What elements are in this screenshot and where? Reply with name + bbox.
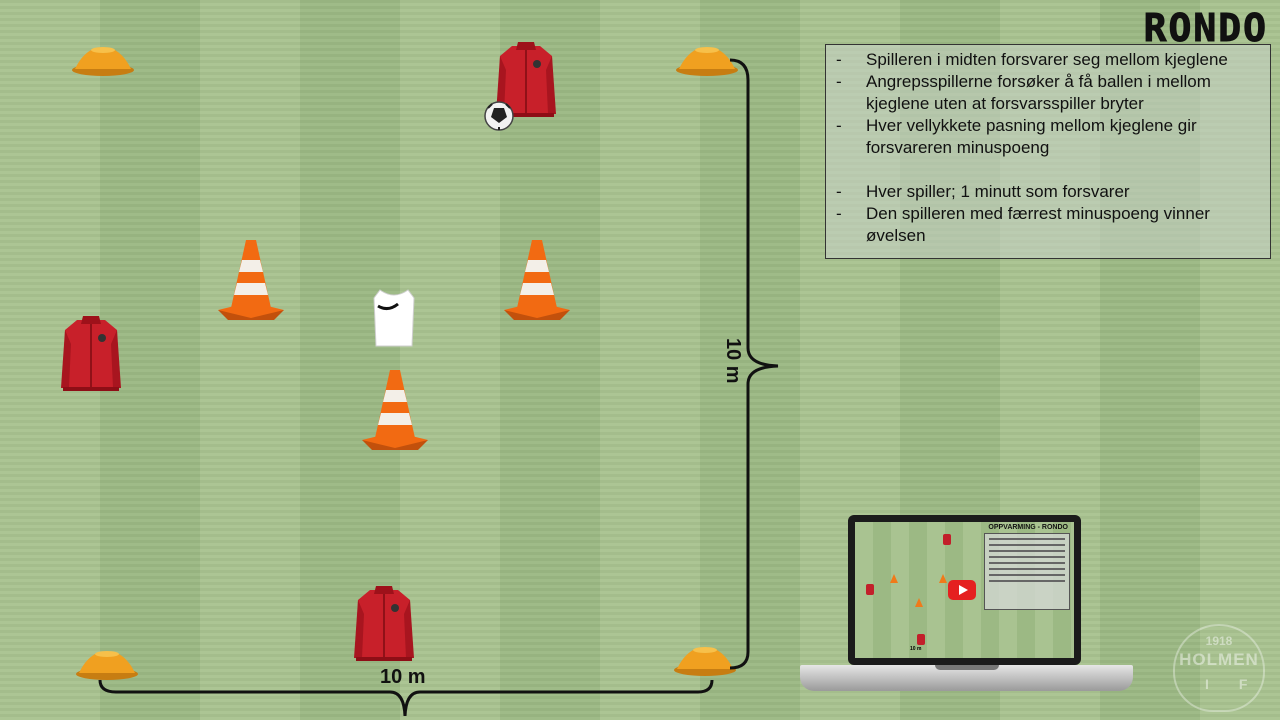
defender-bib (373, 289, 415, 347)
marker-cone-top-left (72, 47, 134, 76)
mini-dimension-label: 10 m (910, 646, 922, 652)
laptop-screen[interactable]: OPPVARMING - RONDO 10 m (848, 515, 1081, 665)
video-thumbnail-text-box (984, 533, 1070, 610)
play-button-icon[interactable] (948, 580, 976, 600)
instruction-item: Hver spiller; 1 minutt som forsvarer (836, 181, 1262, 203)
video-laptop[interactable]: OPPVARMING - RONDO 10 m (800, 512, 1133, 708)
traffic-cone-left (218, 240, 284, 320)
instruction-item: Hver vellykkete pasning mellom kjeglene … (836, 115, 1262, 159)
mini-jacket (943, 534, 951, 545)
mini-jacket (866, 584, 874, 595)
ball (484, 101, 514, 131)
vertical-dimension-label: 10 m (722, 338, 744, 384)
horizontal-dimension-label: 10 m (380, 666, 426, 688)
horizontal-dimension-brace (98, 679, 714, 717)
video-thumbnail[interactable]: OPPVARMING - RONDO 10 m (855, 522, 1074, 658)
club-logo: 1918 HOLMEN IF (1173, 624, 1265, 712)
marker-cone-bottom-right (674, 647, 736, 676)
instructions-box: Spilleren i midten forsvarer seg mellom … (825, 44, 1271, 259)
logo-year: 1918 (1205, 634, 1233, 648)
drill-title: RONDO (1143, 6, 1268, 51)
traffic-cone-right (504, 240, 570, 320)
instruction-item: Den spilleren med færrest minuspoeng vin… (836, 203, 1262, 247)
logo-name: HOLMEN (1179, 650, 1259, 669)
attacker-jacket-bottom (353, 585, 415, 662)
video-thumbnail-title: OPPVARMING - RONDO (988, 524, 1068, 531)
mini-jacket (917, 634, 925, 645)
attacker-jacket-left (60, 315, 122, 392)
marker-cone-bottom-left (76, 651, 138, 680)
vertical-dimension-brace (729, 58, 779, 670)
mini-traffic-cone (915, 598, 923, 607)
instruction-item: Angrepsspillerne forsøker å få ballen i … (836, 71, 1262, 115)
traffic-cone-bottom (362, 370, 428, 450)
mini-traffic-cone (890, 574, 898, 583)
instruction-item: Spilleren i midten forsvarer seg mellom … (836, 49, 1262, 71)
logo-letters: IF (1205, 676, 1278, 692)
laptop-base (800, 665, 1133, 691)
marker-cone-top-right (676, 47, 738, 76)
mini-traffic-cone (939, 574, 947, 583)
